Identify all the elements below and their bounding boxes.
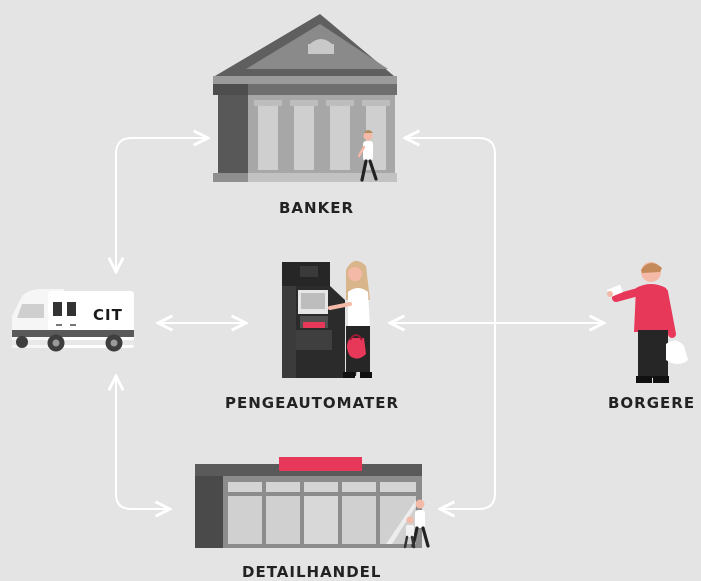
bank-building-icon	[213, 14, 397, 182]
retail-customers-icon	[403, 499, 430, 549]
citizen-label: BORGERE	[608, 394, 696, 412]
bank-person-icon	[357, 130, 378, 182]
atm-label: PENGEAUTOMATER	[225, 394, 400, 412]
citizen-person-icon	[607, 262, 688, 383]
arrow-bank-cit	[116, 138, 208, 272]
retail-store-icon	[195, 457, 422, 548]
atm-user-icon	[328, 260, 372, 378]
bank-label: BANKER	[279, 199, 355, 217]
cash-transport-van-icon	[12, 289, 134, 352]
atm-machine-icon	[282, 262, 345, 378]
retail-label: DETAILHANDEL	[242, 563, 382, 581]
cit-label: CIT	[93, 306, 123, 324]
arrow-cit-retail	[116, 376, 170, 509]
arrows	[116, 138, 604, 509]
